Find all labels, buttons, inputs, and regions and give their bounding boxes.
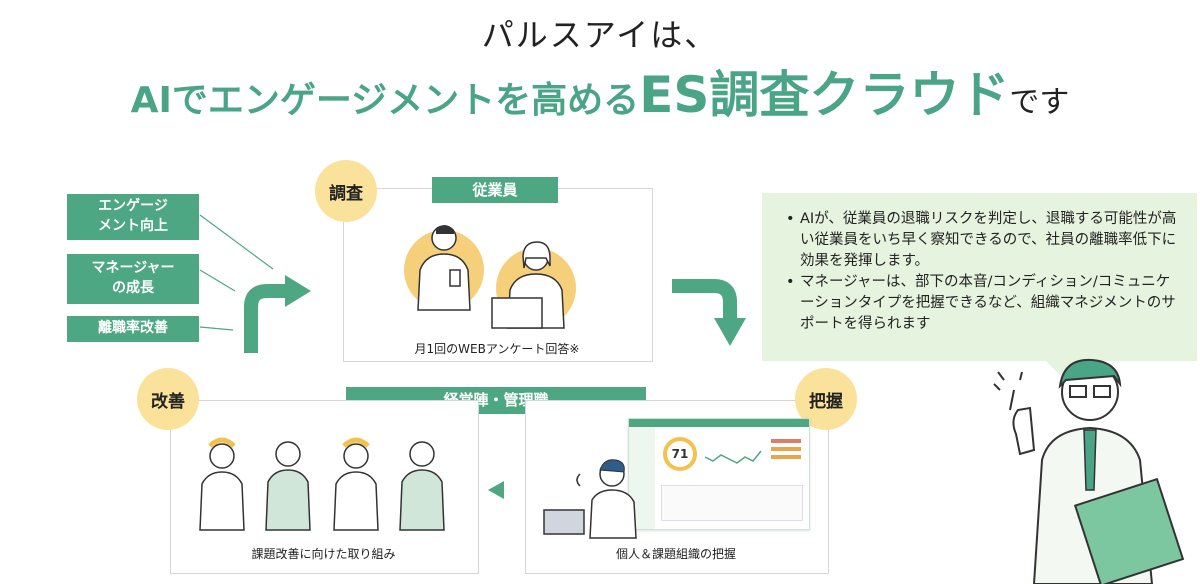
survey-panel bbox=[343, 188, 653, 362]
team-member-1-body bbox=[199, 471, 245, 531]
team-member-2-head bbox=[275, 441, 301, 467]
ok-hand-icon bbox=[576, 473, 581, 487]
headline-highlight: ES調査クラウド bbox=[639, 66, 1010, 124]
connector-line-1 bbox=[199, 214, 274, 270]
dashboard-score-gauge: 71 bbox=[663, 437, 697, 471]
team-member-3-hair bbox=[342, 437, 370, 448]
headline-part1: AIでエンゲージメントを高める bbox=[130, 80, 640, 121]
team-member-1-hair bbox=[208, 437, 236, 448]
team-member-1-head bbox=[209, 443, 235, 469]
stage-survey-badge: 調査 bbox=[315, 160, 377, 222]
team-member-3-body bbox=[333, 471, 379, 531]
cycle-arrow-up-head bbox=[285, 275, 311, 307]
stage-improve-badge: 改善 bbox=[137, 368, 199, 430]
consultant-hair bbox=[1058, 358, 1122, 389]
analyst-hair bbox=[599, 459, 625, 473]
cycle-arrow-left-head bbox=[488, 481, 504, 499]
team-member-2-body bbox=[265, 469, 311, 531]
bubble-tail bbox=[1044, 359, 1076, 379]
cycle-arrow-down-head bbox=[714, 318, 746, 346]
analyst-laptop-icon bbox=[543, 509, 585, 535]
connector-line-3 bbox=[199, 326, 234, 331]
explanation-bubble: AIが、従業員の退職リスクを判定し、退職する可能性が高い従業員をいち早く察知でき… bbox=[762, 193, 1197, 361]
cycle-arrow-down-shaft bbox=[672, 279, 737, 320]
glasses-left-icon bbox=[1069, 385, 1087, 398]
benefit-manager-growth: マネージャー の成長 bbox=[67, 254, 199, 304]
sparkle-lines bbox=[993, 371, 1023, 391]
employee-man-body bbox=[417, 253, 471, 311]
glasses-right-icon bbox=[1093, 385, 1111, 398]
cycle-arrow-up-shaft bbox=[244, 284, 287, 353]
survey-target-label: 従業員 bbox=[432, 177, 558, 203]
dashboard-alert-bar-3 bbox=[771, 455, 801, 459]
benefit-turnover: 離職率改善 bbox=[67, 316, 199, 342]
explanation-item-manager: マネージャーは、部下の本音/コンディション/コミュニケーションタイプを把握できる… bbox=[786, 272, 1179, 335]
benefit-connector-lines bbox=[199, 214, 311, 353]
improve-caption: 課題改善に向けた取り組み bbox=[251, 547, 396, 561]
connector-line-2 bbox=[199, 269, 236, 292]
headline-line2: AIでエンゲージメントを高めるES調査クラウドです bbox=[0, 55, 1200, 127]
team-member-4-body bbox=[399, 469, 445, 531]
survey-caption: 月1回のWEBアンケート回答※ bbox=[414, 342, 580, 356]
dashboard-line-series bbox=[704, 450, 762, 464]
team-member-4-head bbox=[409, 441, 435, 467]
grasp-caption: 個人＆課題組織の把握 bbox=[615, 547, 736, 561]
dashboard-header-bar bbox=[629, 419, 809, 427]
cycle-arrow-down bbox=[672, 279, 746, 346]
dashboard-alert-bar-2 bbox=[771, 447, 801, 451]
dashboard-line-chart bbox=[704, 450, 762, 464]
dashboard-screenshot: 71 bbox=[628, 418, 810, 530]
employee-man-hair bbox=[436, 225, 454, 234]
clipboard-icon bbox=[1073, 477, 1185, 584]
team-illustration bbox=[199, 437, 445, 531]
employees-illustration bbox=[404, 225, 576, 329]
stage-grasp-badge: 把握 bbox=[795, 368, 857, 430]
pointing-hand-icon bbox=[1009, 389, 1036, 456]
benefit-engagement: エンゲージ メント向上 bbox=[67, 194, 199, 240]
analyst-illustration bbox=[543, 459, 637, 539]
dashboard-alert-bar-1 bbox=[771, 439, 801, 443]
consultant-illustration bbox=[993, 358, 1185, 584]
smartphone-icon bbox=[449, 269, 461, 287]
bubble-tail-shape bbox=[1044, 359, 1076, 379]
analyst-body bbox=[589, 489, 637, 539]
team-member-3-head bbox=[343, 443, 369, 469]
employee-woman-hair bbox=[522, 241, 551, 269]
laptop-icon bbox=[491, 297, 543, 329]
headline-suffix: です bbox=[1009, 85, 1070, 120]
explanation-item-ai: AIが、従業員の退職リスクを判定し、退職する可能性が高い従業員をいち早く察知でき… bbox=[786, 209, 1179, 272]
dashboard-comment-panel bbox=[661, 485, 803, 521]
cycle-arrow-left bbox=[488, 481, 504, 499]
consultant-tie bbox=[1083, 429, 1097, 491]
headline-line1: パルスアイは、 bbox=[481, 16, 719, 54]
